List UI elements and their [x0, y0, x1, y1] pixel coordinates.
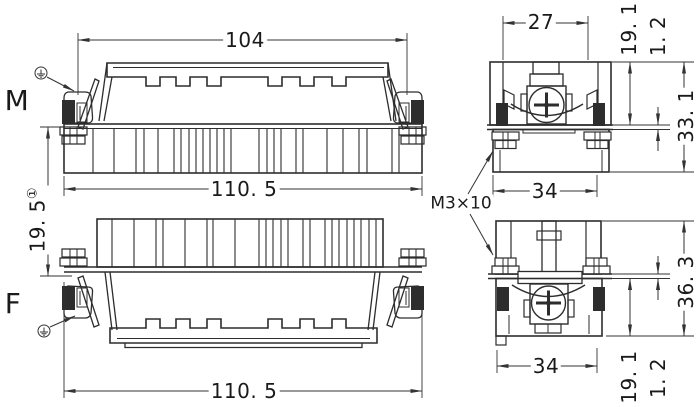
male-right-seal-pad — [411, 100, 424, 124]
dim-33-1: 33. 1 — [674, 87, 698, 145]
dim-19-1-bottom: 19. 1 — [617, 348, 641, 406]
female-mounting-screws — [491, 257, 611, 275]
dim-19-5: 19. 5① — [25, 185, 50, 255]
female-locking-screw — [530, 285, 567, 321]
dim-1-2-top: 1. 2 — [646, 13, 670, 59]
female-hood-plate — [109, 318, 378, 344]
female-left-seal-pad — [62, 286, 75, 310]
dim-27: 27 — [525, 10, 557, 34]
male-end-view — [487, 61, 613, 173]
dim-19-5-value: 19. 5 — [25, 199, 50, 253]
earth-ground-icon — [37, 324, 51, 338]
female-left-latch — [59, 248, 100, 328]
dim-19-1-top: 19. 1 — [617, 0, 641, 58]
male-hood-plate — [106, 62, 389, 87]
male-view-label: M — [4, 84, 30, 117]
dim-104: 104 — [223, 28, 267, 52]
female-view-label: F — [4, 287, 22, 320]
dim-110-5-male: 110. 5 — [208, 177, 280, 201]
screw-note-leader-bottom — [469, 213, 494, 256]
dim-1-2-bottom: 1. 2 — [646, 355, 670, 401]
female-end-view — [488, 220, 612, 346]
dim-110-5-female: 110. 5 — [208, 379, 280, 403]
male-locking-screw — [528, 86, 565, 124]
dim-34-top: 34 — [529, 179, 561, 203]
earth-ground-icon — [34, 66, 48, 80]
female-terminal-block — [96, 218, 384, 268]
screw-spec-note: M3×10 — [428, 193, 494, 214]
male-side-view — [59, 62, 427, 174]
dim-36-3: 36. 3 — [674, 253, 698, 311]
dim-19-5-note: ① — [25, 187, 41, 200]
earth-leader-female — [49, 315, 76, 328]
male-terminal-block — [63, 123, 423, 174]
dimension-lines — [40, 16, 694, 398]
male-left-seal-pad — [62, 100, 75, 124]
female-side-view — [59, 218, 427, 349]
male-mounting-screws — [491, 131, 612, 150]
earth-leader-male — [46, 76, 75, 92]
male-right-latch — [386, 78, 427, 145]
female-right-latch — [386, 248, 427, 328]
screw-note-leader-top — [467, 150, 494, 195]
male-left-latch — [59, 78, 100, 145]
dim-34-bottom: 34 — [530, 354, 562, 378]
female-right-seal-pad — [411, 286, 424, 310]
